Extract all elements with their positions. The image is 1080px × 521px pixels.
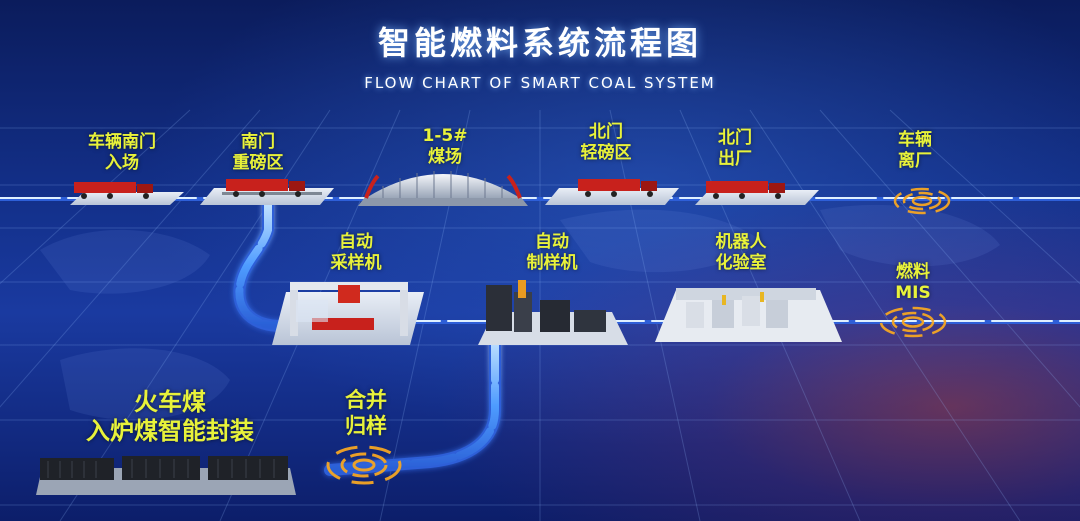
label-auto-prep: 自动制样机 [526, 232, 578, 273]
auto-prep-platform [478, 280, 628, 345]
label-vehicle-leave: 车辆离厂 [898, 130, 932, 171]
label-south-gate-entry: 车辆南门入场 [88, 132, 156, 173]
signal-icon-vehicle-leave [893, 187, 951, 215]
merge-branch-track [324, 334, 501, 476]
label-auto-sampler: 自动采样机 [330, 232, 382, 273]
south-gate-entry-platform [70, 182, 184, 205]
diagram-subtitle: FLOW CHART OF SMART COAL SYSTEM [364, 74, 716, 92]
label-south-heavy-scale: 南门重磅区 [232, 132, 284, 173]
world-map-silhouette [40, 204, 1000, 420]
south-heavy-scale-platform [200, 179, 334, 205]
signal-icon-merge-sample [326, 445, 402, 485]
diagram-title: 智能燃料系统流程图 [377, 24, 702, 62]
label-north-light-scale: 北门轻磅区 [580, 122, 632, 163]
label-train-coal: 火车煤入炉煤智能封装 [86, 388, 254, 446]
coal-yard-dome [358, 171, 528, 206]
label-coal-yard: 1-5#煤场 [422, 126, 468, 167]
label-merge-sample: 合并归样 [345, 388, 387, 438]
signal-icon-fuel-mis [879, 306, 947, 338]
robot-lab-platform [655, 288, 842, 342]
north-gate-exit-platform [695, 181, 819, 205]
label-robot-lab: 机器人化验室 [715, 232, 767, 273]
label-north-gate-exit: 北门出厂 [718, 128, 752, 169]
train-platform [36, 456, 296, 495]
north-light-scale-platform [545, 179, 679, 205]
sampler-branch-track [233, 199, 386, 332]
top-track [0, 194, 1080, 206]
auto-sampler-platform [272, 282, 424, 345]
